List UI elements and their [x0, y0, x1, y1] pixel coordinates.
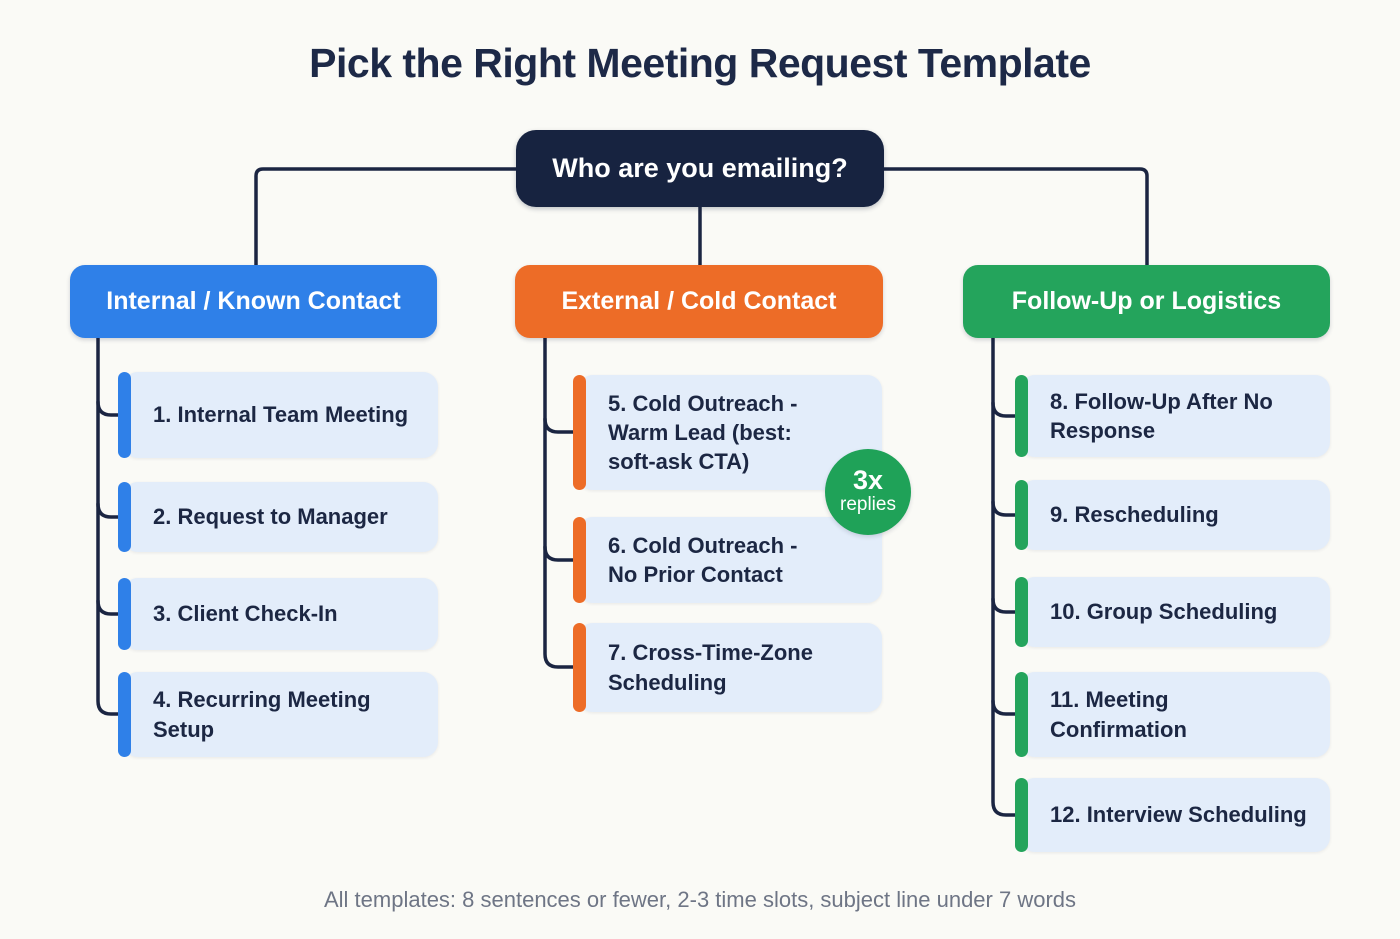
template-card-8-label: 8. Follow-Up After No Response: [1050, 388, 1273, 443]
card-accent-bar: [118, 578, 131, 650]
trunk-external: [543, 336, 581, 669]
template-card-2-label: 2. Request to Manager: [153, 504, 388, 530]
card-accent-bar: [1015, 375, 1028, 457]
template-card-12-label: 12. Interview Scheduling: [1050, 802, 1307, 828]
connector-root-to-followup: [882, 167, 1149, 267]
card-accent-bar: [573, 375, 586, 490]
branch-header-internal: Internal / Known Contact: [70, 265, 437, 338]
page-title: Pick the Right Meeting Request Template: [309, 40, 1091, 86]
elbow-external-1: [543, 417, 581, 434]
replies-badge: 3x replies: [825, 449, 911, 535]
connector-root-to-internal: [254, 167, 518, 267]
replies-badge-label: replies: [840, 494, 896, 516]
elbow-followup-4: [991, 699, 1023, 716]
template-card-6-label: 6. Cold Outreach - No Prior Contact: [608, 532, 798, 587]
elbow-followup-2: [991, 500, 1023, 517]
replies-badge-value: 3x: [852, 465, 884, 496]
template-card-9: 9. Rescheduling: [1015, 480, 1330, 550]
template-card-2: 2. Request to Manager: [118, 482, 438, 552]
template-card-3-label: 3. Client Check-In: [153, 601, 338, 627]
template-card-4-label: 4. Recurring Meeting Setup: [153, 687, 371, 742]
template-card-1: 1. Internal Team Meeting: [118, 372, 438, 458]
card-accent-bar: [573, 623, 586, 712]
elbow-followup-1: [991, 401, 1023, 418]
branch-header-external-label: External / Cold Contact: [561, 287, 837, 315]
template-card-10: 10. Group Scheduling: [1015, 577, 1330, 647]
elbow-internal-2: [96, 502, 126, 519]
trunk-followup: [991, 336, 1023, 817]
template-card-5: 5. Cold Outreach - Warm Lead (best: soft…: [573, 375, 882, 490]
root-question-node: Who are you emailing?: [516, 130, 884, 207]
template-card-4: 4. Recurring Meeting Setup: [118, 672, 438, 757]
elbow-followup-3: [991, 597, 1023, 614]
card-accent-bar: [1015, 672, 1028, 757]
elbow-internal-1: [96, 400, 126, 417]
elbow-external-2: [543, 545, 581, 562]
card-accent-bar: [1015, 480, 1028, 550]
card-accent-bar: [118, 672, 131, 757]
template-card-5-label: 5. Cold Outreach - Warm Lead (best: soft…: [608, 390, 798, 475]
card-accent-bar: [118, 372, 131, 458]
template-card-11-label: 11. Meeting Confirmation: [1050, 687, 1187, 742]
template-card-1-label: 1. Internal Team Meeting: [153, 402, 409, 428]
template-card-6: 6. Cold Outreach - No Prior Contact: [573, 517, 882, 603]
trunk-internal: [96, 336, 126, 716]
template-card-7-label: 7. Cross-Time-Zone Scheduling: [608, 640, 813, 695]
card-accent-bar: [573, 517, 586, 603]
template-card-3: 3. Client Check-In: [118, 578, 438, 650]
template-card-10-label: 10. Group Scheduling: [1050, 599, 1278, 625]
template-card-12: 12. Interview Scheduling: [1015, 778, 1330, 852]
card-accent-bar: [118, 482, 131, 552]
card-accent-bar: [1015, 577, 1028, 647]
template-card-9-label: 9. Rescheduling: [1050, 502, 1219, 528]
branch-header-internal-label: Internal / Known Contact: [106, 287, 401, 315]
footer-note: All templates: 8 sentences or fewer, 2-3…: [323, 887, 1077, 912]
card-accent-bar: [1015, 778, 1028, 852]
template-card-11: 11. Meeting Confirmation: [1015, 672, 1330, 757]
branch-header-followup: Follow-Up or Logistics: [963, 265, 1330, 338]
template-card-8: 8. Follow-Up After No Response: [1015, 375, 1330, 457]
branch-header-external: External / Cold Contact: [515, 265, 883, 338]
template-card-7: 7. Cross-Time-Zone Scheduling: [573, 623, 882, 712]
branch-header-followup-label: Follow-Up or Logistics: [1011, 287, 1282, 315]
root-question-label: Who are you emailing?: [552, 153, 848, 183]
elbow-internal-3: [96, 599, 126, 616]
